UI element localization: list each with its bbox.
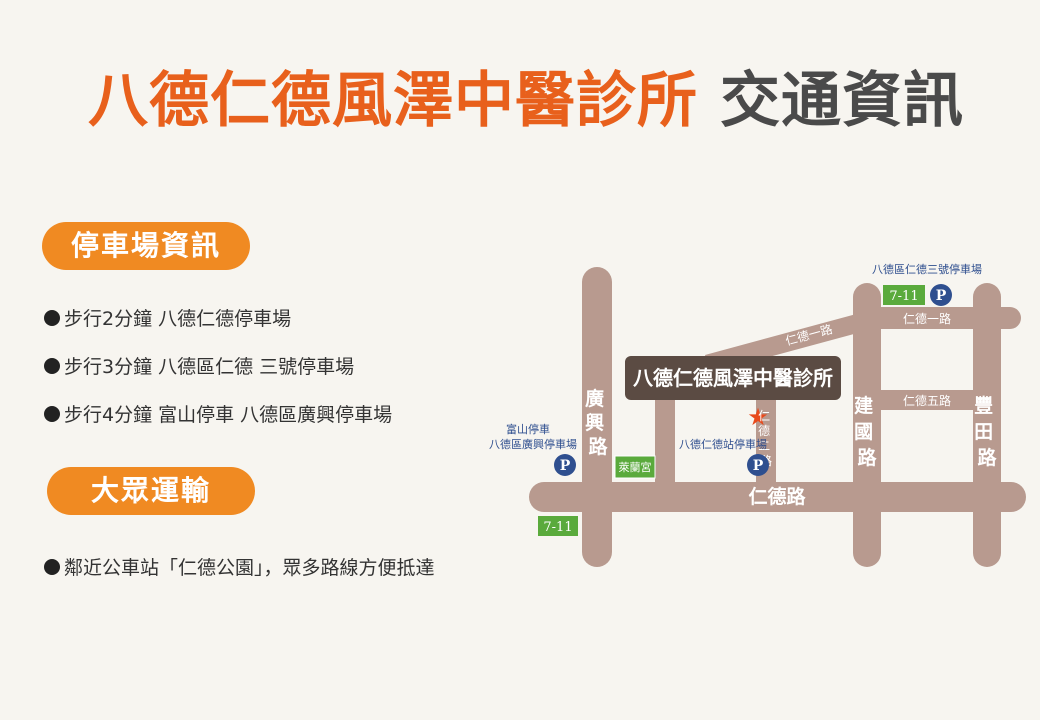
parking-icon-bg [554, 454, 576, 476]
road-label-jianguo-2: 國 [854, 421, 873, 443]
temple-marker [614, 455, 656, 479]
road-label-guangxing: 廣 興 路 [585, 387, 611, 458]
road-label-rende2-3: 二 [758, 439, 770, 453]
bullet-icon [44, 559, 60, 575]
parking-label-rende-station: 八德仁德站停車場 [679, 437, 767, 451]
parking-icon: P [747, 454, 769, 476]
road-rende5 [881, 390, 973, 410]
store-711-top [883, 285, 925, 305]
bullet-icon [44, 406, 60, 422]
transit-info-text: 鄰近公車站「仁德公園」，眾多路線方便抵達 [64, 557, 435, 579]
parking-label-lot3: 八德區仁德三號停車場 [872, 262, 982, 276]
transit-heading: 大眾運輸 [47, 467, 255, 515]
bullet-icon [44, 310, 60, 326]
transit-info: 鄰近公車站「仁德公園」，眾多路線方便抵達 [44, 540, 464, 596]
parking-heading: 停車場資訊 [42, 222, 250, 270]
parking-symbol: P [936, 288, 947, 304]
parking-symbol: P [560, 458, 571, 474]
parking-item-text: 步行2分鐘 八德仁德停車場 [64, 308, 292, 330]
road-label-rende5: 仁德五路 [903, 393, 951, 408]
road-label-guangxing-3: 路 [588, 435, 608, 458]
road-label-jianguo-3: 路 [857, 446, 877, 469]
road-label-rende2-1: 仁 [758, 409, 770, 423]
parking-item-text: 步行3分鐘 八德區仁德 三號停車場 [64, 356, 355, 378]
parking-item-text: 步行4分鐘 富山停車 八德區廣興停車場 [64, 404, 393, 426]
bullet-icon [44, 358, 60, 374]
road-fengtian [973, 283, 1001, 567]
clinic-location-star-icon: ★ [747, 403, 769, 431]
clinic-sign-text: 八德仁德風澤中醫診所 [633, 366, 833, 390]
road-label-rende2-2: 德 [758, 423, 770, 438]
road-label-fengtian-2: 田 [974, 421, 993, 443]
parking-symbol: P [753, 458, 764, 474]
parking-icon: P [930, 284, 952, 306]
parking-label-fushan-1: 富山停車 [506, 422, 550, 436]
parking-icon-bg [747, 454, 769, 476]
clinic-sign [625, 356, 841, 400]
title-suffix: 交通資訊 [720, 66, 964, 136]
parking-icon-bg [930, 284, 952, 306]
road-label-rende1-top: 仁德一路 [903, 311, 951, 326]
parking-icon: P [554, 454, 576, 476]
clinic-name-title: 八德仁德風澤中醫診所 [88, 66, 698, 136]
store-711-bottom-label: 7-11 [543, 520, 572, 535]
road-label-fengtian-1: 豐 [974, 394, 993, 417]
road-jianguo [853, 283, 881, 567]
road-label-fengtian: 豐 田 路 [974, 394, 1000, 469]
road-label-jianguo-1: 建 [854, 394, 873, 417]
road-rende [529, 482, 1026, 512]
road-left-short [655, 395, 675, 487]
road-label-fengtian-3: 路 [977, 446, 997, 469]
road-label-rende: 仁德路 [748, 485, 806, 508]
road-label-guangxing-1: 廣 [585, 387, 604, 410]
location-map: 八德仁德風澤中醫診所 ★ 廣 興 路 建 國 路 豐 田 路 仁 德 二 路 仁… [489, 262, 1026, 567]
road-label-guangxing-2: 興 [585, 412, 604, 434]
parking-item: 步行3分鐘 八德區仁德 三號停車場 [44, 352, 354, 379]
parking-item: 步行2分鐘 八德仁德停車場 [44, 304, 291, 331]
page-title: 八德仁德風澤中醫診所交通資訊 [88, 52, 964, 139]
store-711-top-label: 7-11 [889, 289, 918, 304]
road-rende1-top [853, 307, 1021, 329]
parking-item: 步行4分鐘 富山停車 八德區廣興停車場 [44, 400, 392, 427]
temple-label: 萊蘭宮 [619, 460, 652, 474]
road-label-jianguo: 建 國 路 [854, 394, 880, 469]
parking-label-fushan-2: 八德區廣興停車場 [489, 437, 577, 451]
store-711-bottom [538, 516, 578, 536]
